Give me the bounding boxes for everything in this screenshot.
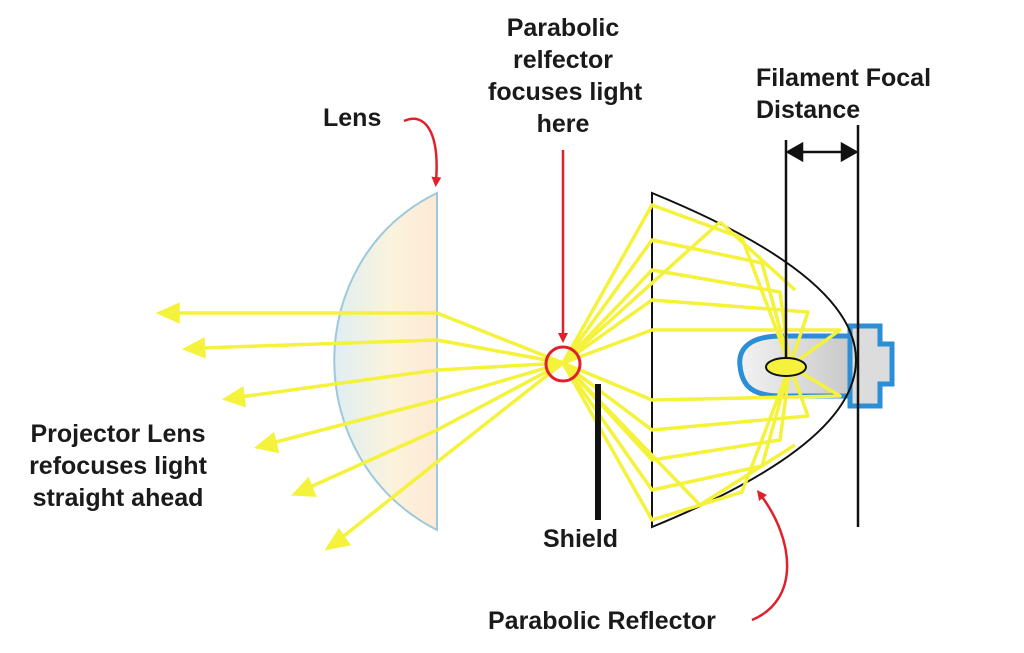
projector-lens-label-line-3: straight ahead [32,484,204,512]
focus-point-label-line-4: here [536,110,590,138]
filament [765,357,807,377]
parabolic-reflector-label: Parabolic Reflector [488,607,716,635]
output-light-rays [155,302,439,551]
projector-lens-label-line-1: Projector Lens [30,420,206,448]
filament-distance-label-line-1: Filament Focal [756,64,932,92]
shield-label: Shield [543,525,619,553]
focus-point-label-line-3: focuses light [488,78,643,106]
parabolic-reflector [651,191,857,529]
bulb-base [737,323,895,409]
focus-point-label-line-1: Parabolic [506,14,620,42]
reflector-pointer-arrow [751,490,789,622]
filament-distance-label-line-2: Distance [756,96,861,124]
projector-lens-label: Projector Lens refocuses light straight … [12,418,224,514]
converging-light-rays [435,311,565,464]
projector-lens-label-line-2: refocuses light [29,452,207,480]
focal-point-circle [544,345,582,383]
lens-pointer-arrow [403,117,442,187]
lens-label: Lens [323,104,382,132]
focus-point-label: Parabolic relfector focuses light here [488,12,643,140]
focus-point-label-line-2: relfector [512,46,614,74]
filament-distance-label: Filament Focal Distance [756,62,931,126]
reflected-light-rays [561,203,842,522]
projector-lens [333,191,438,532]
filament-focal-distance-marker [784,125,860,527]
pointer-arrows [403,117,789,622]
